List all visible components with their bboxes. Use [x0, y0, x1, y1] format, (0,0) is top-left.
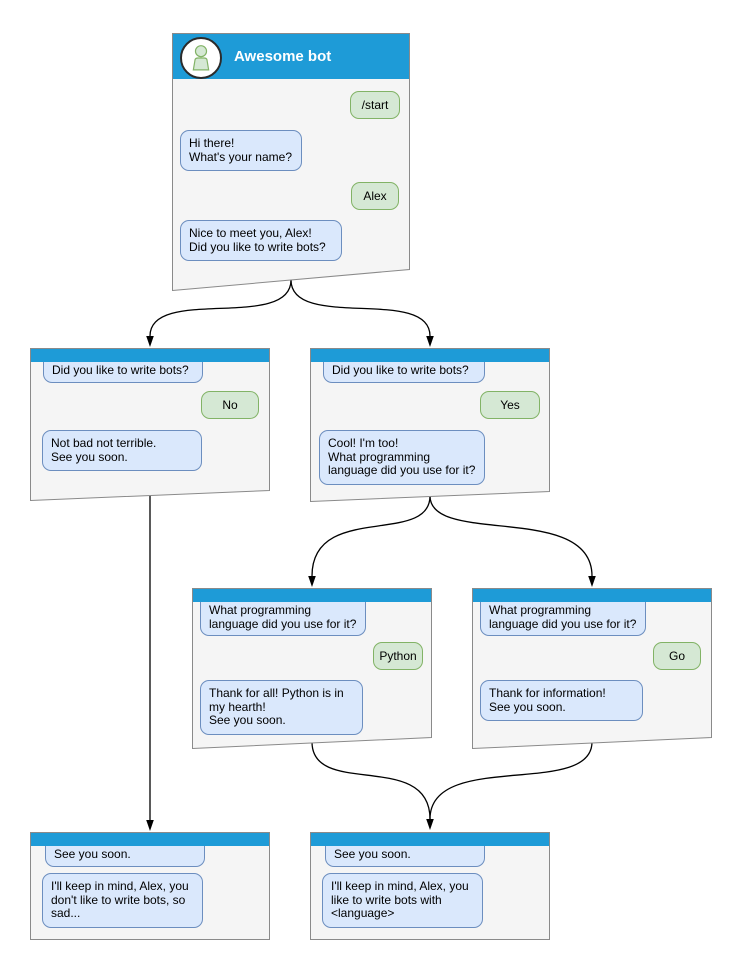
bot-message-language-question: What programming language did you use fo… — [200, 602, 366, 636]
arrowhead-end-no — [146, 820, 154, 831]
bot-message-see-you: See you soon. — [325, 846, 485, 867]
bot-message-see-you: See you soon. — [45, 846, 205, 867]
bot-message-question: Did you like to write bots? — [323, 362, 485, 383]
bot-message-python-reply: Thank for all! Python is in my hearth! S… — [200, 680, 363, 735]
bot-name: Awesome bot — [234, 48, 332, 65]
chat-window-branch-python: What programming language did you use fo… — [192, 588, 432, 749]
chat-header — [31, 349, 269, 362]
bot-message-nice-to-meet: Nice to meet you, Alex! Did you like to … — [180, 220, 342, 261]
person-icon — [192, 44, 210, 70]
chat-window-awesome-bot: Awesome bot /start Hi there! What's your… — [172, 33, 410, 291]
chat-window-branch-no: Did you like to write bots? No Not bad n… — [30, 348, 270, 501]
user-message-no: No — [201, 391, 259, 419]
bot-message-language-question: What programming language did you use fo… — [480, 602, 646, 636]
arrowhead-python — [308, 576, 316, 587]
arrowhead-no — [146, 336, 154, 347]
edge-python-to-end — [311, 741, 431, 820]
chat-window-end-no: See you soon. I'll keep in mind, Alex, y… — [30, 832, 270, 940]
user-message-yes: Yes — [480, 391, 540, 419]
bot-message-keep-in-mind-yes: I'll keep in mind, Alex, you like to wri… — [322, 873, 483, 928]
chat-window-branch-go: What programming language did you use fo… — [472, 588, 712, 749]
chat-header: Awesome bot — [173, 34, 409, 79]
user-message-name: Alex — [351, 182, 399, 210]
arrowhead-end-yes — [426, 819, 434, 830]
chat-window-end-yes: See you soon. I'll keep in mind, Alex, y… — [310, 832, 550, 940]
bot-avatar-icon — [180, 36, 222, 79]
chat-header — [31, 833, 269, 846]
arrowhead-yes — [426, 336, 434, 347]
edge-yes-to-python — [311, 495, 431, 577]
chat-header — [311, 833, 549, 846]
user-message-python: Python — [373, 642, 423, 670]
edge-yes-to-go — [429, 495, 593, 577]
user-message-start: /start — [350, 91, 400, 119]
edge-go-to-end — [429, 741, 593, 820]
chat-header — [193, 589, 431, 602]
bot-message-not-bad: Not bad not terrible. See you soon. — [42, 430, 202, 471]
chat-window-branch-yes: Did you like to write bots? Yes Cool! I'… — [310, 348, 550, 502]
bot-message-cool: Cool! I'm too! What programming language… — [319, 430, 485, 485]
bot-message-keep-in-mind-no: I'll keep in mind, Alex, you don't like … — [42, 873, 203, 928]
arrowhead-go — [588, 576, 596, 587]
chat-header — [311, 349, 549, 362]
user-message-go: Go — [653, 642, 701, 670]
bot-message-question: Did you like to write bots? — [43, 362, 203, 383]
bot-message-greeting: Hi there! What's your name? — [180, 130, 302, 171]
bot-message-go-reply: Thank for information! See you soon. — [480, 680, 643, 721]
chat-header — [473, 589, 711, 602]
